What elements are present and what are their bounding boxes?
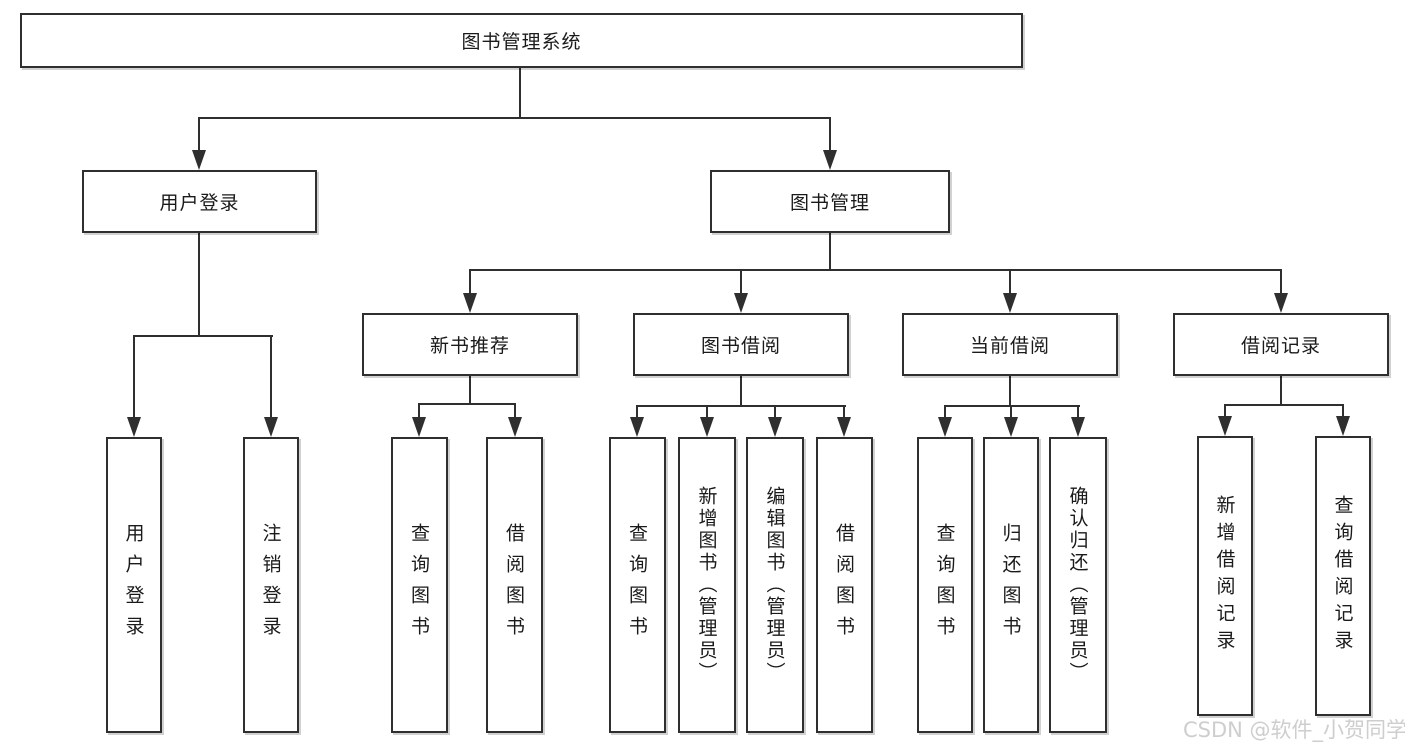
arrowhead-down-icon	[630, 417, 644, 437]
leaf-query-books-current: 查询图书	[917, 437, 973, 733]
node-borrowing-records: 借阅记录	[1173, 313, 1389, 376]
leaf-query-books-borrowing: 查询图书	[609, 437, 666, 733]
leaf-add-books-admin: 新增图书（管理员）	[678, 437, 736, 733]
connector-line	[944, 405, 946, 419]
connector-line	[519, 68, 521, 118]
connector-line	[1009, 269, 1011, 295]
leaf-edit-books-admin: 编辑图书（管理员）	[746, 437, 804, 733]
connector-line	[774, 405, 776, 419]
connector-line	[469, 269, 1282, 271]
leaf-query-books-recommend: 查询图书	[391, 437, 448, 733]
connector-line	[469, 269, 471, 295]
arrowhead-down-icon	[192, 150, 206, 170]
connector-line	[1342, 404, 1344, 417]
node-new-book-recommend: 新书推荐	[362, 313, 578, 376]
connector-line	[133, 335, 135, 419]
arrowhead-down-icon	[700, 417, 714, 437]
arrowhead-down-icon	[1218, 416, 1232, 436]
arrowhead-down-icon	[823, 150, 837, 170]
connector-line	[1009, 376, 1011, 407]
leaf-confirm-return-admin: 确认归还（管理员）	[1049, 437, 1107, 733]
connector-line	[1010, 405, 1012, 419]
connector-line	[514, 403, 516, 419]
arrowhead-down-icon	[1003, 293, 1017, 313]
arrowhead-down-icon	[127, 417, 141, 437]
node-user-login: 用户登录	[82, 170, 317, 233]
connector-line	[843, 405, 845, 419]
node-book-borrowing: 图书借阅	[633, 313, 849, 376]
connector-line	[1077, 405, 1079, 419]
leaf-return-books: 归还图书	[983, 437, 1039, 733]
arrowhead-down-icon	[938, 417, 952, 437]
connector-line	[270, 335, 272, 419]
connector-line	[198, 233, 200, 336]
arrowhead-down-icon	[1004, 417, 1018, 437]
node-current-borrowing: 当前借阅	[902, 313, 1118, 376]
connector-line	[1280, 376, 1282, 406]
leaf-add-borrow-record: 新增借阅记录	[1197, 436, 1253, 716]
connector-line	[636, 405, 846, 407]
arrowhead-down-icon	[463, 293, 477, 313]
arrowhead-down-icon	[508, 417, 522, 437]
connector-line	[740, 376, 742, 407]
arrowhead-down-icon	[264, 417, 278, 437]
leaf-query-borrow-record: 查询借阅记录	[1315, 436, 1371, 716]
node-root-library-system: 图书管理系统	[20, 13, 1023, 68]
arrowhead-down-icon	[1071, 417, 1085, 437]
connector-line	[418, 403, 420, 419]
arrowhead-down-icon	[1274, 293, 1288, 313]
node-book-management: 图书管理	[710, 170, 950, 233]
connector-line	[418, 403, 516, 405]
connector-line	[944, 405, 1080, 407]
csdn-watermark: CSDN @软件_小贺同学	[1183, 718, 1405, 742]
connector-line	[1280, 269, 1282, 295]
leaf-borrow-books-recommend: 借阅图书	[486, 437, 543, 733]
connector-line	[1224, 404, 1226, 417]
arrowhead-down-icon	[837, 417, 851, 437]
connector-line	[198, 117, 200, 152]
connector-line	[198, 117, 831, 119]
arrowhead-down-icon	[734, 293, 748, 313]
leaf-logout: 注销登录	[243, 437, 299, 733]
connector-line	[829, 117, 831, 152]
connector-line	[636, 405, 638, 419]
leaf-user-login: 用户登录	[106, 437, 162, 733]
arrowhead-down-icon	[1336, 416, 1350, 436]
arrowhead-down-icon	[412, 417, 426, 437]
connector-line	[706, 405, 708, 419]
leaf-borrow-books: 借阅图书	[816, 437, 873, 733]
connector-line	[829, 233, 831, 270]
arrowhead-down-icon	[768, 417, 782, 437]
connector-line	[133, 335, 273, 337]
connector-line	[740, 269, 742, 295]
connector-line	[1224, 404, 1344, 406]
connector-line	[469, 376, 471, 405]
